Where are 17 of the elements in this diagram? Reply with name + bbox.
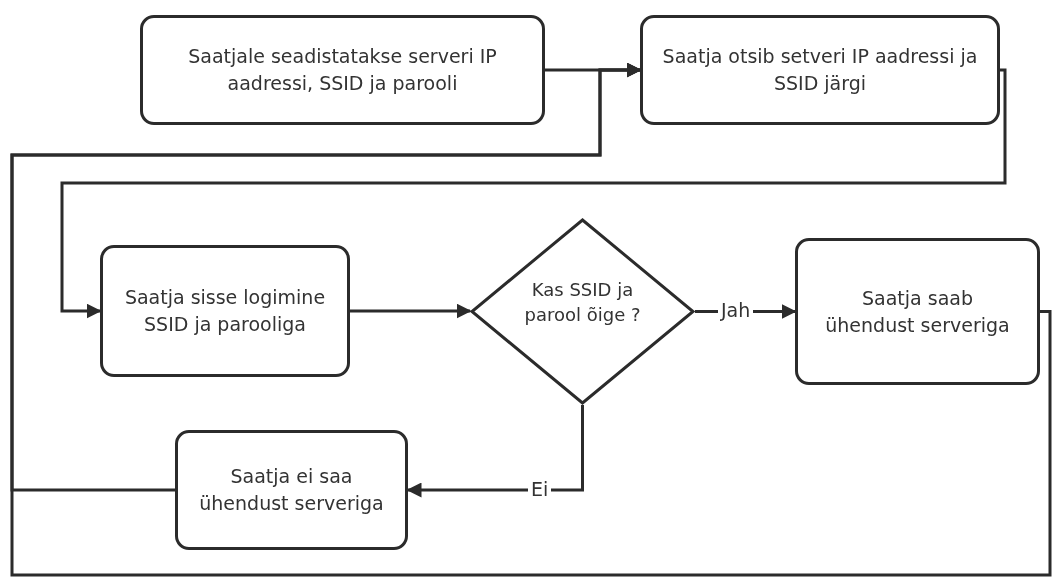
process-box: [640, 15, 1000, 125]
arrow: [350, 303, 472, 319]
process-text: Saatjale seadistatakse serveri IP aadressi, SSID ja parooli: [187, 44, 498, 96]
process-text: Saatja ei saa ühendust serveriga: [198, 464, 385, 516]
process-box: [140, 15, 545, 125]
arrow: [406, 405, 584, 498]
arrow: [10, 62, 1052, 577]
decision-diamond: [470, 218, 695, 405]
process-text: Saatja saab ühendust serveriga: [824, 285, 1011, 338]
process-box: [795, 238, 1040, 385]
arrow: [60, 68, 1007, 319]
process-box: [100, 245, 350, 377]
edge-label: Jah: [718, 299, 754, 322]
process-box: [175, 430, 408, 550]
process-text: Saatja sisse logimine SSID ja parooliga: [123, 285, 327, 337]
decision-question: Kas SSID ja parool õige ?: [523, 278, 642, 327]
process-text: Saatja otsib setveri IP aadressi ja SSID järgi: [661, 44, 979, 96]
